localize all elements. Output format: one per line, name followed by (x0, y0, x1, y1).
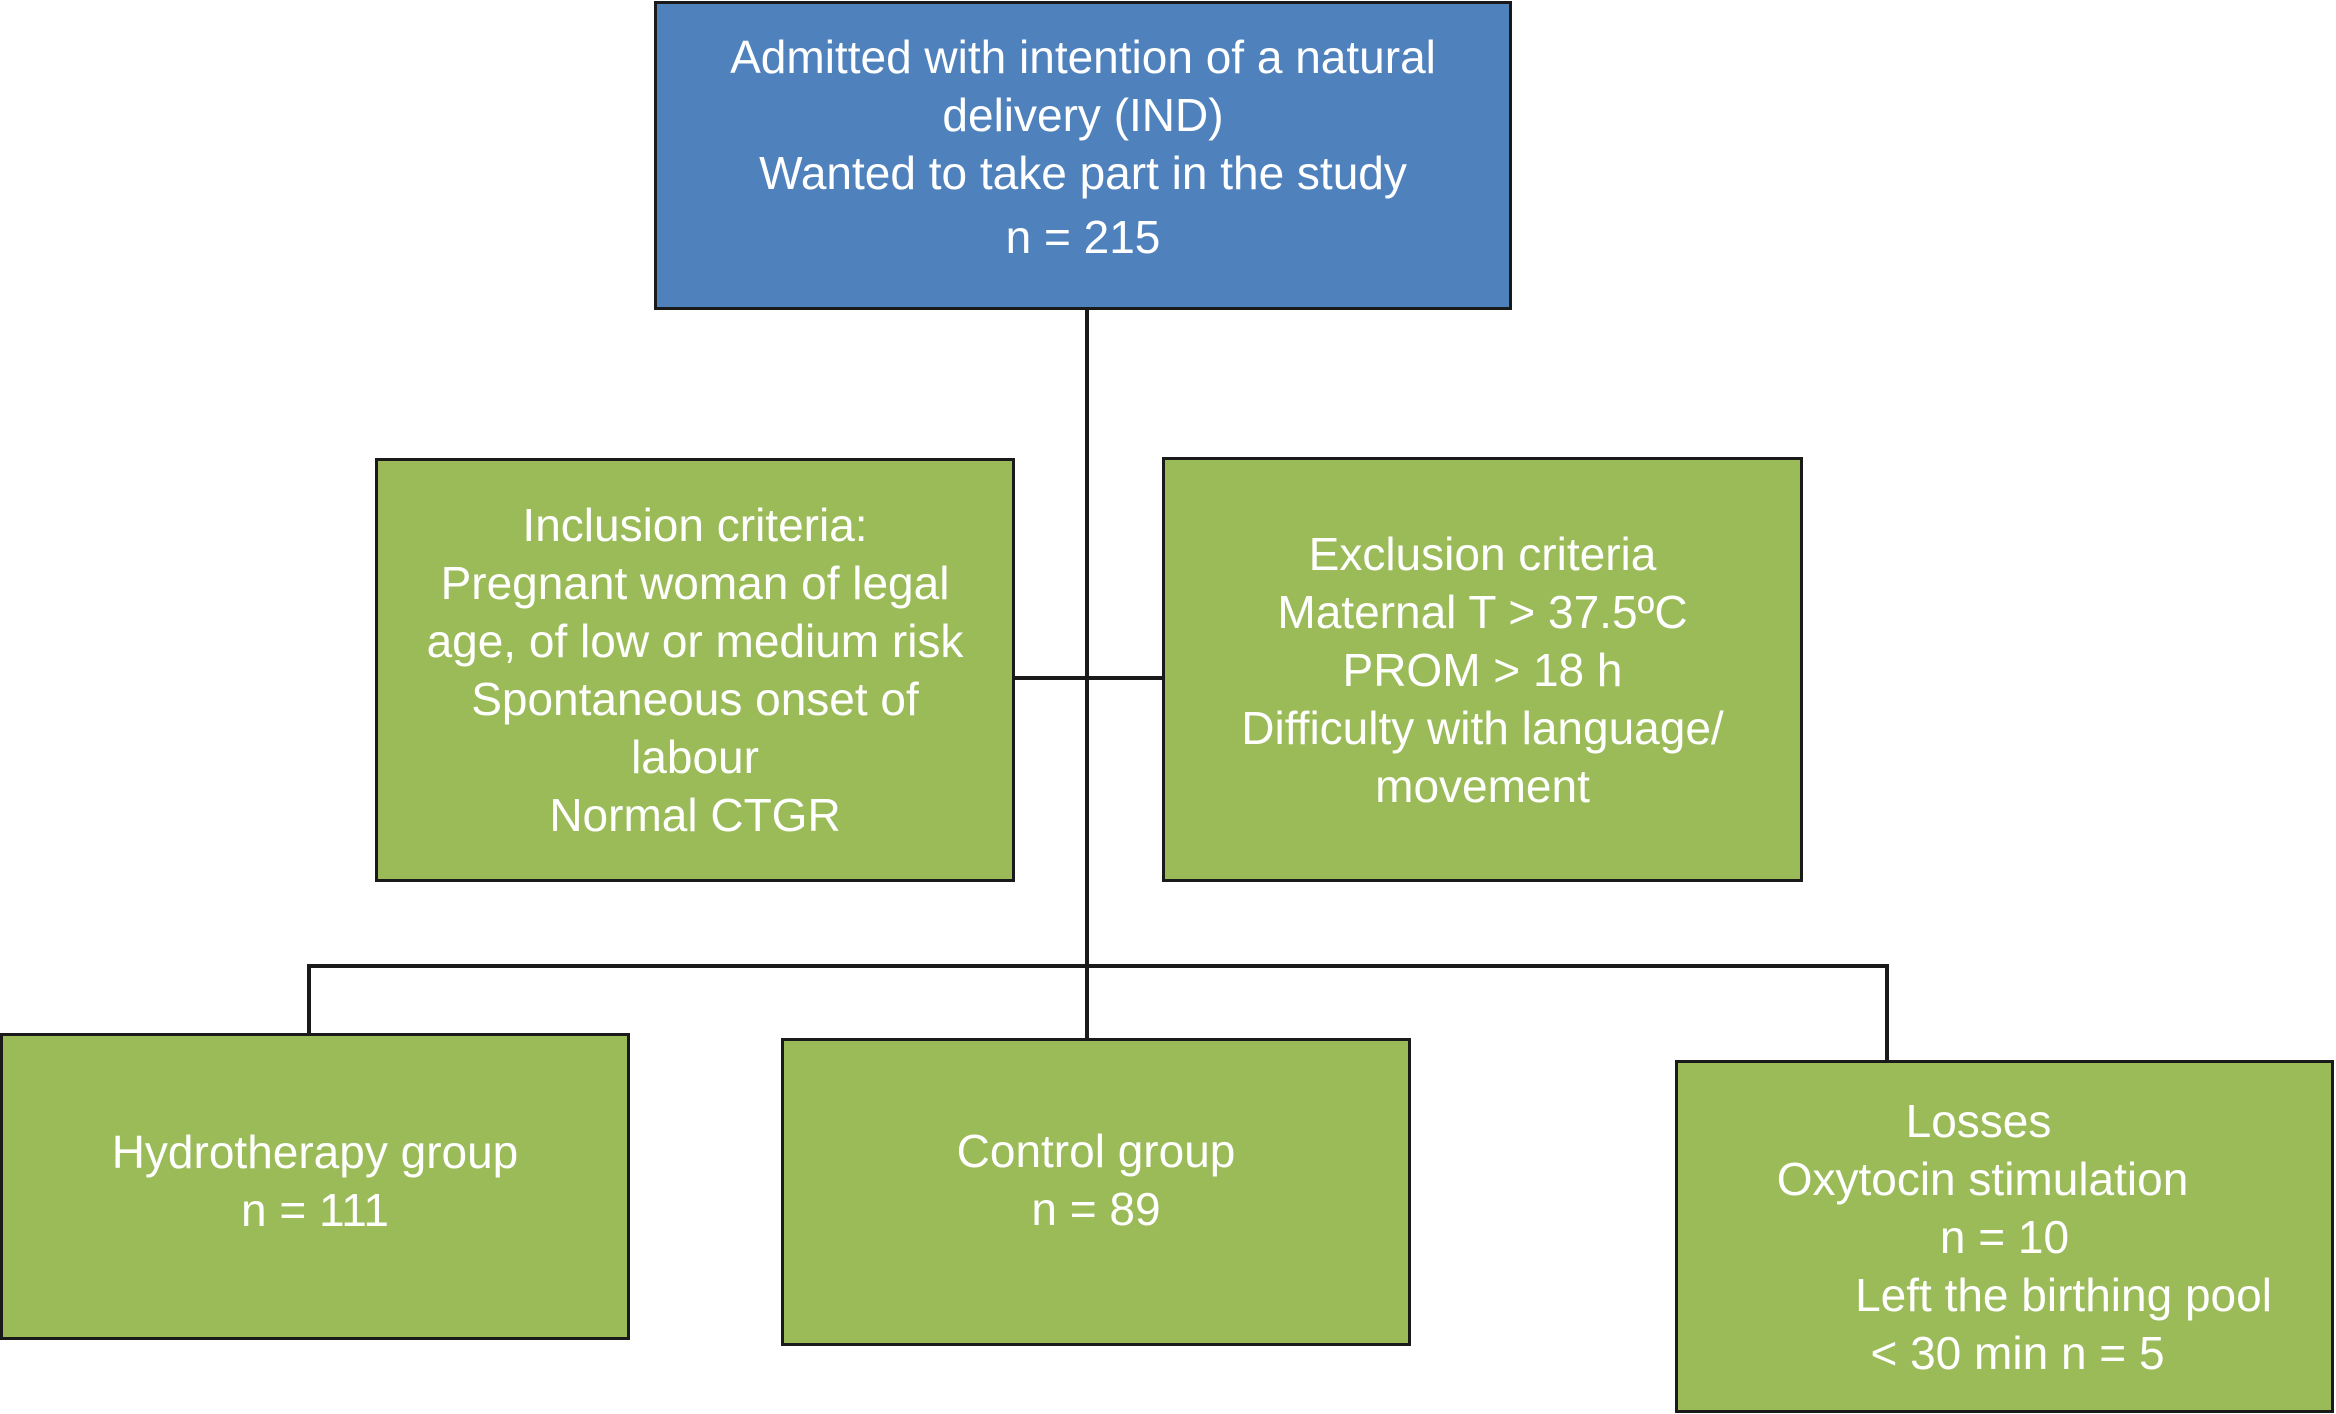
inclusion-criteria-box: Inclusion criteria: Pregnant woman of le… (375, 458, 1015, 882)
losses-line-1: Losses (1905, 1094, 2052, 1147)
losses-line-3: n = 10 (1939, 1210, 2070, 1263)
control-line-2: n = 89 (1031, 1183, 1161, 1235)
inclusion-line-6: Normal CTGR (549, 789, 841, 841)
exclusion-line-2: Maternal T > 37.5ºC (1277, 585, 1688, 638)
exclusion-line-3: PROM > 18 h (1342, 643, 1623, 696)
inclusion-line-1: Inclusion criteria: (522, 499, 868, 551)
hydrotherapy-line-2: n = 111 (241, 1183, 389, 1236)
admitted-line-2: delivery (IND) (942, 88, 1224, 141)
admitted-line-1: Admitted with intention of a natural (730, 30, 1436, 83)
exclusion-line-1: Exclusion criteria (1308, 527, 1657, 580)
losses-box: Losses Oxytocin stimulation n = 10 Left … (1675, 1060, 2334, 1413)
admitted-line-4: n = 215 (1005, 210, 1161, 263)
inclusion-line-5: labour (631, 731, 759, 783)
exclusion-criteria-box: Exclusion criteria Maternal T > 37.5ºC P… (1162, 457, 1803, 882)
exclusion-line-5: movement (1375, 759, 1590, 812)
inclusion-line-2: Pregnant woman of legal (440, 557, 950, 609)
control-line-1: Control group (956, 1125, 1236, 1177)
inclusion-line-3: age, of low or medium risk (426, 615, 964, 667)
hydrotherapy-group-box: Hydrotherapy group n = 111 (0, 1033, 630, 1340)
admitted-box: Admitted with intention of a natural del… (654, 1, 1512, 310)
exclusion-line-4: Difficulty with language/ (1241, 701, 1724, 754)
losses-line-4: Left the birthing pool (1855, 1268, 2272, 1321)
control-group-box: Control group n = 89 (781, 1038, 1411, 1346)
losses-line-2: Oxytocin stimulation (1776, 1152, 2189, 1205)
hydrotherapy-line-1: Hydrotherapy group (111, 1125, 519, 1178)
admitted-line-3: Wanted to take part in the study (759, 146, 1407, 199)
losses-line-5: < 30 min n = 5 (1870, 1326, 2165, 1379)
inclusion-line-4: Spontaneous onset of (471, 673, 919, 725)
